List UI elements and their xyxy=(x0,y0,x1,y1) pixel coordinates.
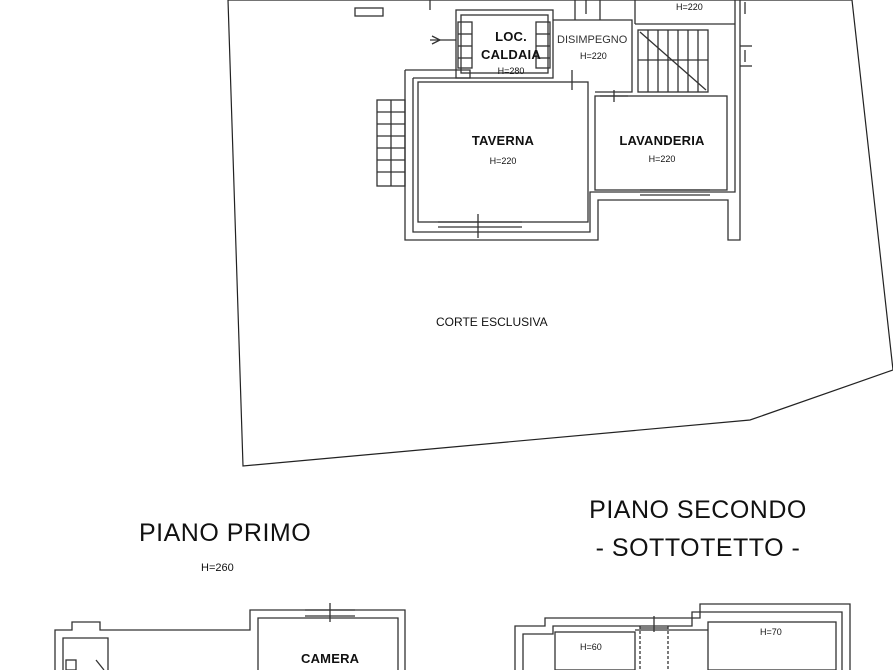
courtyard-boundary xyxy=(227,0,893,467)
second-floor-walls xyxy=(514,603,851,670)
courtyard-label: CORTE ESCLUSIVA xyxy=(436,315,548,329)
room-height-second-right: H=70 xyxy=(760,627,782,637)
room-label-disimpegno: DISIMPEGNO xyxy=(557,34,628,46)
first-floor-title: PIANO PRIMO xyxy=(139,519,312,547)
room-height-caldaia: H=280 xyxy=(497,66,525,76)
room-height-second-left: H=60 xyxy=(580,642,602,652)
first-floor-height: H=260 xyxy=(201,562,234,574)
room-label-caldaia-line1: LOC. xyxy=(495,29,527,44)
room-label-lavanderia: LAVANDERIA xyxy=(619,133,705,148)
first-floor-walls xyxy=(54,603,406,670)
second-floor-subtitle: - SOTTOTETTO - xyxy=(595,534,801,562)
ground-floor-walls xyxy=(354,0,752,241)
room-label-camera: CAMERA xyxy=(301,651,360,666)
room-label-caldaia-line2: CALDAIA xyxy=(481,47,541,62)
room-height-top-right: H=220 xyxy=(676,2,703,12)
room-height-lavanderia: H=220 xyxy=(648,154,676,164)
room-label-taverna: TAVERNA xyxy=(471,133,535,148)
room-height-disimpegno: H=220 xyxy=(580,51,607,61)
second-floor-title: PIANO SECONDO xyxy=(589,496,807,524)
room-height-taverna: H=220 xyxy=(489,156,517,166)
